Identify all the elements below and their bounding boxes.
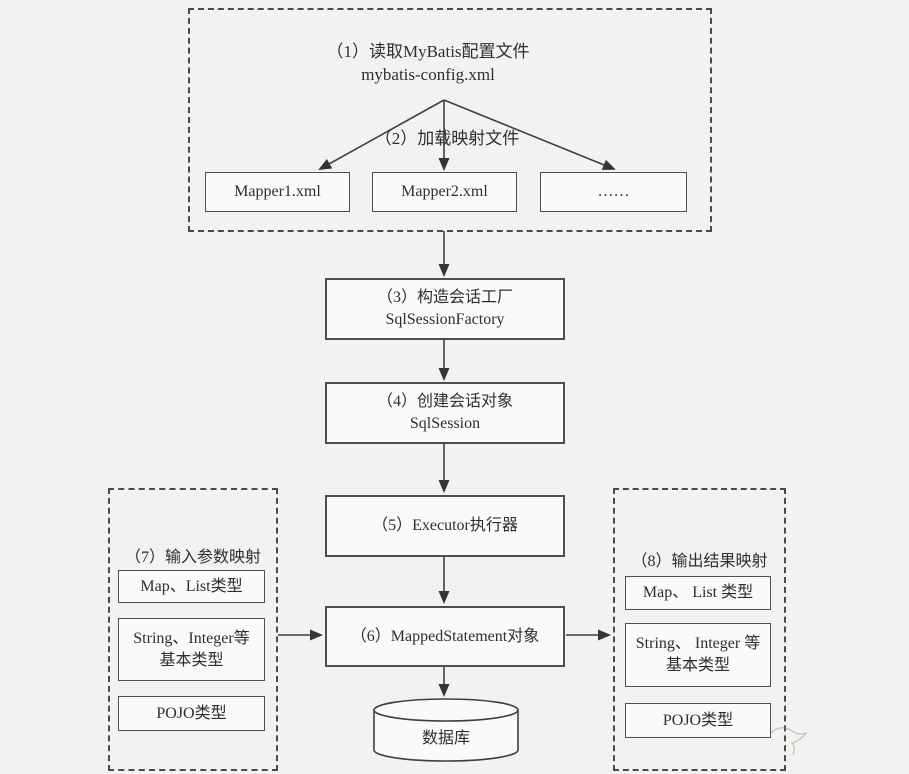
- output-pojo-box: POJO类型: [625, 703, 771, 738]
- output-map-list-label: Map、 List 类型: [642, 584, 754, 601]
- output-mapping-title: （8）输出结果映射: [631, 553, 768, 570]
- input-pojo-box: POJO类型: [118, 696, 265, 731]
- input-mapping-title: （7）输入参数映射: [124, 549, 261, 566]
- output-primitive-line1: String、 Integer 等: [635, 635, 761, 652]
- mapped-statement-box: （6）MappedStatement对象: [325, 606, 565, 667]
- database-label: 数据库: [421, 730, 470, 747]
- input-primitive-box: String、Integer等 基本类型: [118, 618, 265, 681]
- database-cylinder-top: [373, 698, 519, 722]
- step2-load-mappers-label: （2）加载映射文件: [374, 129, 520, 148]
- session-factory-box: （3）构造会话工厂 SqlSessionFactory: [325, 278, 565, 340]
- mapper1-label: Mapper1.xml: [234, 183, 321, 200]
- sql-session-line1: （4）创建会话对象: [376, 393, 513, 410]
- mapper-more-box: ……: [540, 172, 687, 212]
- session-factory-line2: SqlSessionFactory: [385, 311, 505, 328]
- session-factory-line1: （3）构造会话工厂: [376, 289, 513, 306]
- input-pojo-label: POJO类型: [156, 704, 227, 722]
- output-map-list-box: Map、 List 类型: [625, 576, 771, 610]
- input-primitive-line2: 基本类型: [159, 651, 224, 669]
- input-map-list-label: Map、List类型: [140, 577, 243, 595]
- mapper2-box: Mapper2.xml: [372, 172, 517, 212]
- mapper1-box: Mapper1.xml: [205, 172, 350, 212]
- executor-line1: （5）Executor执行器: [372, 517, 518, 534]
- input-mapping-group: [108, 488, 278, 771]
- output-pojo-label: POJO类型: [662, 711, 734, 729]
- executor-box: （5）Executor执行器: [325, 495, 565, 557]
- step1-read-config-label: （1）读取MyBatis配置文件 mybatis-config.xml: [238, 40, 618, 86]
- output-primitive-line2: 基本类型: [665, 657, 730, 674]
- mapped-statement-line1: （6）MappedStatement对象: [350, 627, 540, 645]
- input-map-list-box: Map、List类型: [118, 570, 265, 603]
- output-mapping-group: [613, 488, 786, 771]
- output-primitive-box: String、 Integer 等 基本类型: [625, 623, 771, 687]
- sql-session-line2: SqlSession: [409, 415, 481, 432]
- mapper2-label: Mapper2.xml: [401, 183, 488, 200]
- config-load-group: [188, 8, 712, 232]
- step1-line1: （1）读取MyBatis配置文件: [326, 42, 530, 61]
- input-primitive-line1: String、Integer等: [133, 629, 250, 647]
- mapper-more-label: ……: [597, 183, 630, 200]
- step1-line2: mybatis-config.xml: [361, 65, 495, 84]
- sql-session-box: （4）创建会话对象 SqlSession: [325, 382, 565, 444]
